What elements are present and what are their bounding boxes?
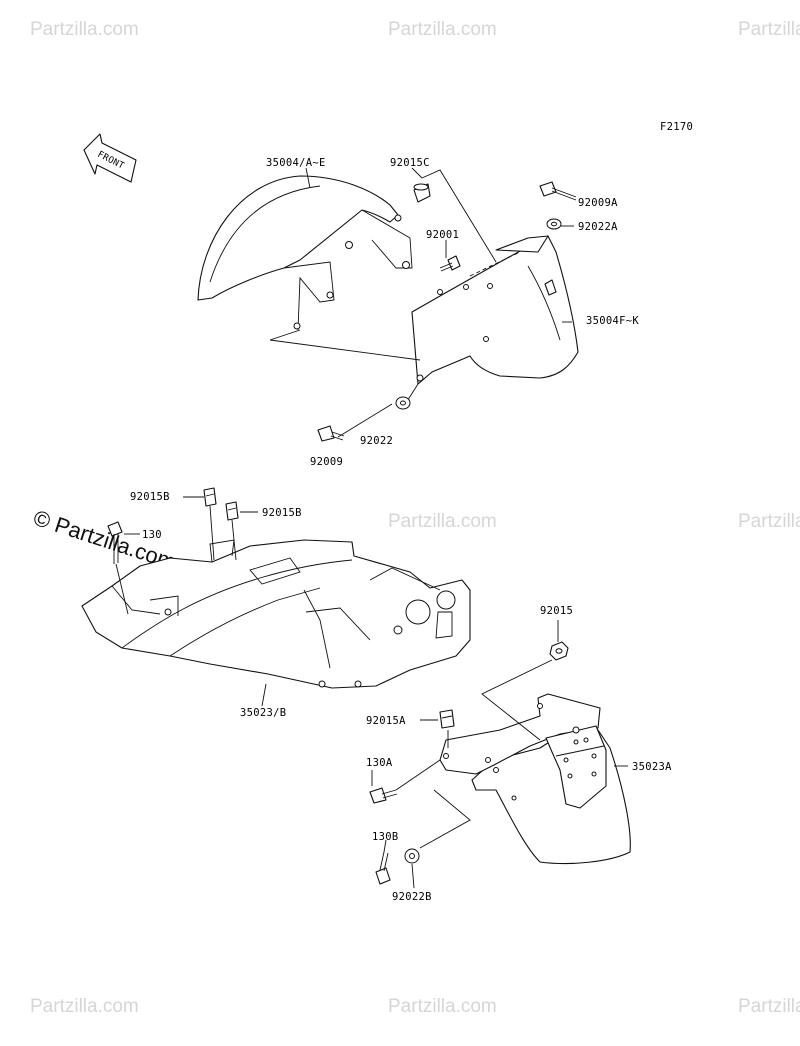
callout-92015c: 92015C xyxy=(390,157,430,169)
front-fender[interactable] xyxy=(197,175,413,331)
rear-inner-fender[interactable] xyxy=(81,539,471,689)
nut-92015b-left-icon[interactable] xyxy=(203,487,217,507)
front-fender-rear[interactable] xyxy=(411,235,579,385)
collar-92015c-icon[interactable] xyxy=(413,183,431,203)
bolt-130-icon[interactable] xyxy=(107,521,123,564)
nut-92015a-icon[interactable] xyxy=(439,709,455,729)
rear-flap[interactable] xyxy=(439,693,631,865)
watermark-text: Partzilla.com xyxy=(738,996,800,1017)
callout-92001: 92001 xyxy=(426,229,459,241)
callout-92022: 92022 xyxy=(360,435,393,447)
bolt-92001-icon[interactable] xyxy=(439,255,461,272)
watermark-text: Partzilla.com xyxy=(738,511,800,532)
bolt-130a-icon[interactable] xyxy=(369,787,398,804)
washer-92022a-icon[interactable] xyxy=(546,218,562,230)
callout-130: 130 xyxy=(142,529,162,541)
callout-35004f-k: 35004F~K xyxy=(586,315,639,327)
watermark-text: Partzilla.com xyxy=(30,996,139,1017)
figure-code: F2170 xyxy=(660,121,693,133)
callout-92022b: 92022B xyxy=(392,891,432,903)
bolt-92009-icon[interactable] xyxy=(317,425,345,442)
callout-130a: 130A xyxy=(366,757,393,769)
nut-92015b-right-icon[interactable] xyxy=(225,501,239,521)
callout-35023-b: 35023/B xyxy=(240,707,286,719)
callout-92015: 92015 xyxy=(540,605,573,617)
watermark-text: Partzilla.com xyxy=(30,19,139,40)
washer-92022b-icon[interactable] xyxy=(404,848,420,864)
callout-92015a: 92015A xyxy=(366,715,406,727)
bolt-130b-icon[interactable] xyxy=(375,851,391,885)
watermark-text: Partzilla.com xyxy=(388,19,497,40)
nut-92015-icon[interactable] xyxy=(549,641,569,661)
callout-35004-a-e: 35004/A~E xyxy=(266,157,326,169)
callout-92015b-right: 92015B xyxy=(262,507,302,519)
callout-92009a: 92009A xyxy=(578,197,618,209)
leader-lines-rear-flap xyxy=(371,620,628,889)
washer-92022-icon[interactable] xyxy=(395,396,411,410)
bolt-92009a-icon[interactable] xyxy=(539,181,577,201)
watermark-text: Partzilla.com xyxy=(738,19,800,40)
callout-130b: 130B xyxy=(372,831,399,843)
callout-92009: 92009 xyxy=(310,456,343,468)
callout-35023a: 35023A xyxy=(632,761,672,773)
callout-92022a: 92022A xyxy=(578,221,618,233)
leader-lines-rear-inner xyxy=(115,496,267,707)
watermark-text: Partzilla.com xyxy=(388,996,497,1017)
front-arrow-icon: FRONT xyxy=(83,133,137,183)
watermark-text: Partzilla.com xyxy=(388,511,497,532)
callout-labels: 35004/A~E 92015C 92009A 92022A 92001 350… xyxy=(130,157,672,903)
callout-92015b-left: 92015B xyxy=(130,491,170,503)
